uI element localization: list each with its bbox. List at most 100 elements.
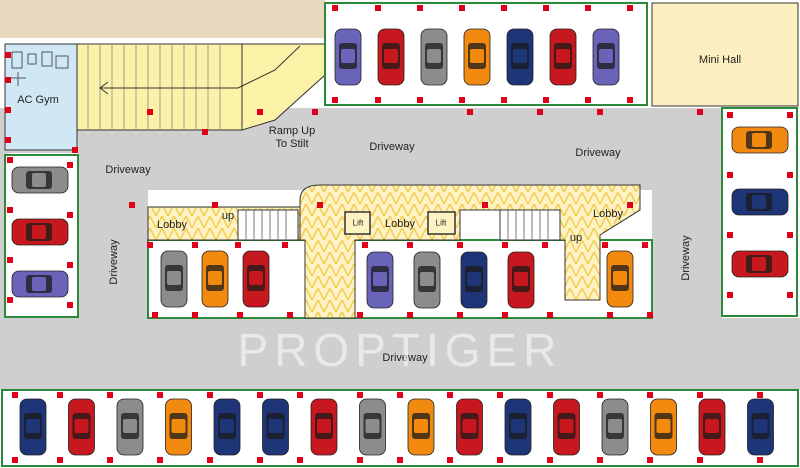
pillar-marker: [282, 242, 288, 248]
car-bottom-15: [698, 398, 726, 456]
pillar-marker: [235, 242, 241, 248]
car-right-2: [731, 188, 789, 216]
lobby-label-center: Lobby: [385, 218, 415, 230]
pillar-marker: [501, 5, 507, 11]
ramp-curve: [241, 43, 326, 131]
cars-layer: [11, 28, 789, 456]
pillar-marker: [357, 392, 363, 398]
lift-label-left: Lift: [352, 218, 364, 228]
car-mid-right-1: [606, 250, 634, 308]
lift-right: [427, 211, 456, 235]
pillar-marker: [67, 262, 73, 268]
pillar-marker: [257, 457, 263, 463]
pillar-marker: [297, 392, 303, 398]
pillar-marker: [627, 202, 633, 208]
car-left-2: [11, 218, 69, 246]
pillar-marker: [357, 457, 363, 463]
pillar-marker: [375, 97, 381, 103]
markers-layer: [5, 5, 793, 463]
pillar-marker: [192, 242, 198, 248]
pillar-marker: [497, 392, 503, 398]
pillar-marker: [212, 202, 218, 208]
pillar-marker: [502, 242, 508, 248]
pillar-marker: [7, 297, 13, 303]
car-right-3: [731, 250, 789, 278]
pillar-marker: [67, 162, 73, 168]
up-label-left: up: [221, 210, 235, 222]
pillar-marker: [257, 392, 263, 398]
pillar-marker: [257, 109, 263, 115]
pillar-marker: [417, 5, 423, 11]
car-top-4: [463, 28, 491, 86]
pillar-marker: [237, 312, 243, 318]
pillar-marker: [362, 242, 368, 248]
mini-hall-label: Mini Hall: [698, 54, 742, 66]
car-bottom-16: [747, 398, 774, 456]
pillar-marker: [5, 107, 11, 113]
pillar-marker: [407, 242, 413, 248]
up-label-right: up: [569, 232, 583, 244]
car-left-3: [11, 270, 69, 298]
car-bottom-12: [553, 398, 580, 456]
pillar-marker: [537, 109, 543, 115]
pillar-marker: [727, 112, 733, 118]
pillar-marker: [647, 312, 653, 318]
pillar-marker: [417, 97, 423, 103]
pillar-marker: [397, 457, 403, 463]
car-bottom-9: [407, 398, 435, 456]
car-bottom-8: [359, 398, 386, 456]
pillar-marker: [12, 457, 18, 463]
pillar-marker: [787, 232, 793, 238]
pillar-marker: [457, 312, 463, 318]
driveway-label-right: Driveway: [680, 235, 692, 281]
pillar-marker: [192, 312, 198, 318]
pillar-marker: [397, 392, 403, 398]
pillar-marker: [597, 392, 603, 398]
car-bottom-2: [68, 398, 95, 456]
pillar-marker: [597, 109, 603, 115]
pillar-marker: [459, 5, 465, 11]
outer-land: [0, 0, 325, 44]
pillar-marker: [647, 457, 653, 463]
car-bottom-7: [310, 398, 338, 456]
pillar-marker: [5, 52, 11, 58]
pillar-marker: [447, 457, 453, 463]
pillar-marker: [757, 457, 763, 463]
pillar-marker: [585, 5, 591, 11]
pillar-marker: [787, 172, 793, 178]
pillar-marker: [482, 202, 488, 208]
pillar-marker: [129, 202, 135, 208]
pillar-marker: [542, 242, 548, 248]
pillar-marker: [107, 457, 113, 463]
left-stair: [237, 209, 299, 241]
ramp-arrow: [99, 45, 301, 95]
lift-left: [344, 211, 371, 235]
pillar-marker: [157, 392, 163, 398]
car-top-1: [334, 28, 362, 86]
pillar-marker: [602, 242, 608, 248]
driveway-label-bottom: Driveway: [382, 352, 428, 364]
driveway-label-top-center: Driveway: [369, 141, 415, 153]
right-stair: [499, 209, 561, 241]
pillar-marker: [787, 292, 793, 298]
pillar-marker: [297, 457, 303, 463]
pillar-marker: [107, 392, 113, 398]
pillar-marker: [317, 202, 323, 208]
pillar-marker: [67, 212, 73, 218]
watermark: PROPTIGER: [237, 324, 563, 376]
pillar-marker: [375, 5, 381, 11]
car-bottom-4: [165, 398, 192, 456]
pillar-marker: [5, 77, 11, 83]
pillar-marker: [547, 312, 553, 318]
pillar-marker: [727, 232, 733, 238]
pillar-marker: [7, 257, 13, 263]
car-mid-left-3: [242, 250, 270, 308]
pillar-marker: [147, 242, 153, 248]
pillar-marker: [597, 457, 603, 463]
pillar-marker: [12, 392, 18, 398]
pillar-marker: [152, 312, 158, 318]
pillar-marker: [697, 392, 703, 398]
pillar-marker: [727, 172, 733, 178]
pillar-marker: [497, 457, 503, 463]
